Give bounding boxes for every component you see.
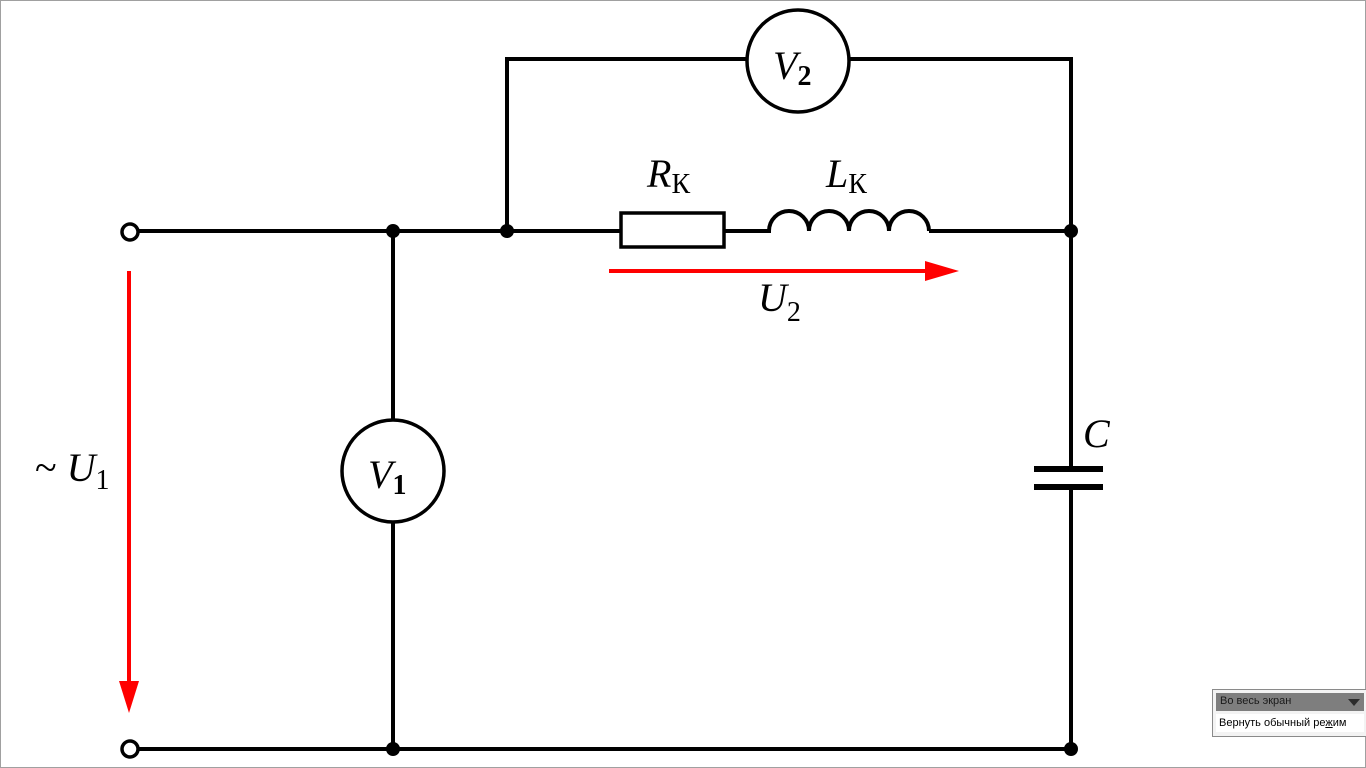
capacitor-c bbox=[1034, 466, 1103, 490]
u2-label: U2 bbox=[758, 275, 801, 328]
restore-label-key: ж bbox=[1325, 717, 1333, 729]
chevron-down-icon[interactable] bbox=[1348, 699, 1360, 706]
v2-label: V2 bbox=[773, 43, 811, 92]
wires bbox=[136, 57, 1073, 751]
node-v1-bottom bbox=[386, 742, 400, 756]
arrow-u2 bbox=[609, 261, 959, 281]
node-right-bottom bbox=[1064, 742, 1078, 756]
terminal-top bbox=[120, 222, 140, 242]
restore-normal-mode-button[interactable]: Вернуть обычный режим bbox=[1216, 714, 1364, 732]
node-v2-left bbox=[500, 224, 514, 238]
rk-label: RК bbox=[646, 151, 690, 200]
voltmeter-v1: V1 bbox=[340, 418, 446, 524]
arrow-u1 bbox=[119, 271, 139, 713]
terminal-bottom bbox=[120, 739, 140, 759]
resistor-rk bbox=[619, 211, 726, 249]
restore-label-post: им bbox=[1332, 717, 1347, 729]
node-right-top bbox=[1064, 224, 1078, 238]
fullscreen-toolbar-title-text: Во весь экран bbox=[1220, 695, 1292, 707]
v1-label: V1 bbox=[368, 452, 406, 501]
restore-label-pre: Вернуть обычный ре bbox=[1219, 717, 1326, 729]
u1-label: ~ U1 bbox=[35, 445, 110, 496]
c-label: C bbox=[1083, 411, 1111, 456]
fullscreen-toolbar-title[interactable]: Во весь экран bbox=[1216, 693, 1364, 711]
voltmeter-v2: V2 bbox=[745, 8, 851, 114]
fullscreen-toolbar: Во весь экран Вернуть обычный режим bbox=[1212, 689, 1366, 737]
inductor-lk bbox=[767, 209, 931, 232]
node-v1-top bbox=[386, 224, 400, 238]
lk-label: LК bbox=[825, 151, 867, 200]
junction-nodes bbox=[386, 224, 1078, 756]
